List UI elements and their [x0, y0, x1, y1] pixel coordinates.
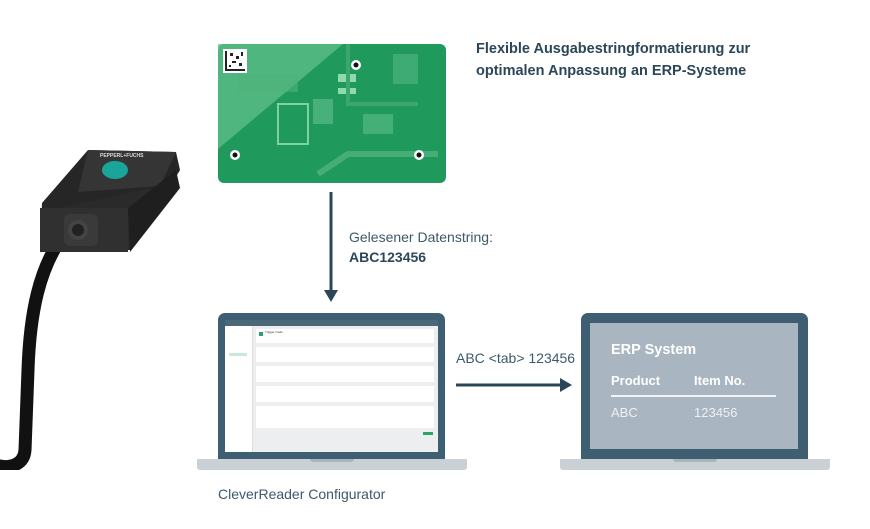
app-titlebar: [225, 320, 438, 326]
laptop-notch: [310, 459, 354, 462]
arrow-right-icon: [456, 378, 572, 392]
erp-laptop: [560, 313, 830, 471]
erp-header-divider: [611, 395, 776, 397]
erp-cell-item-no: 123456: [694, 405, 738, 420]
read-string-value: ABC123456: [349, 249, 427, 265]
app-sidebar: [225, 326, 253, 452]
configurator-laptop: Trigger mode: [197, 313, 467, 471]
trigger-mode-icon: [259, 332, 263, 336]
scanner-button-icon: [102, 161, 128, 179]
arrow-down-icon: [324, 192, 338, 302]
erp-column-product: Product: [611, 373, 661, 388]
mode-panel: [256, 347, 434, 362]
laptop-notch: [673, 459, 717, 462]
save-button[interactable]: [423, 432, 433, 435]
configurator-caption: CleverReader Configurator: [218, 486, 386, 502]
read-string-label: Gelesener Datenstring:: [349, 229, 493, 245]
sensitivity-panel: [256, 386, 434, 402]
heading-line-2: optimalen Anpassung an ERP-Systeme: [476, 63, 747, 79]
heading-line-1: Flexible Ausgabestringformatierung zur: [476, 41, 751, 57]
erp-cell-product: ABC: [611, 405, 638, 420]
laptop-base: [197, 459, 467, 470]
circuit-board-image: [218, 44, 446, 183]
output-string-label: ABC <tab> 123456: [456, 350, 576, 366]
sidebar-item-highlight: [229, 353, 247, 356]
feature-heading: Flexible Ausgabestringformatierung zur o…: [476, 38, 750, 82]
erp-column-item-no: Item No.: [694, 373, 746, 388]
erp-title: ERP System: [611, 342, 697, 358]
timing-panel: [256, 366, 434, 382]
barcode-scanner-device: PEPPERL+FUCHS: [0, 150, 180, 470]
laptop-base: [560, 459, 830, 470]
trigger-mode-panel: Trigger mode: [256, 329, 434, 343]
svg-text:PEPPERL+FUCHS: PEPPERL+FUCHS: [100, 153, 144, 159]
features-panel: [256, 406, 434, 428]
section-title: Trigger mode: [265, 330, 283, 334]
erp-screen: [590, 323, 798, 449]
configurator-screen: Trigger mode: [225, 320, 438, 452]
